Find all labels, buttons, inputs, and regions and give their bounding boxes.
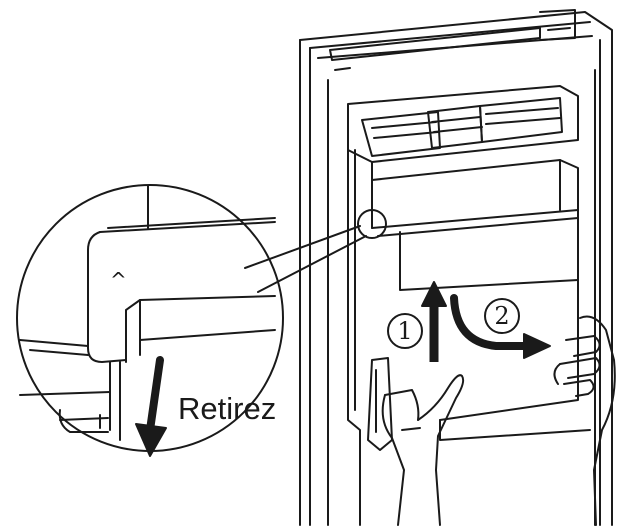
detail-mark: ^ bbox=[110, 268, 127, 292]
leader-line-bottom bbox=[257, 235, 367, 293]
detail-origin-circle bbox=[357, 209, 387, 239]
left-hand bbox=[367, 357, 465, 526]
step-two-marker: 2 bbox=[484, 298, 520, 334]
zoom-detail-content bbox=[19, 185, 276, 441]
retirez-arrow bbox=[135, 356, 167, 457]
dispenser-module bbox=[347, 85, 591, 526]
step-two-arrow bbox=[450, 294, 551, 359]
leader-line-top bbox=[244, 225, 361, 269]
refrigerator-door bbox=[299, 9, 613, 526]
retirez-label: Retirez bbox=[178, 391, 277, 426]
vent-grille bbox=[361, 97, 563, 157]
step-one-marker: 1 bbox=[387, 313, 423, 349]
right-hand bbox=[553, 315, 616, 526]
step-one-arrow bbox=[421, 281, 447, 362]
